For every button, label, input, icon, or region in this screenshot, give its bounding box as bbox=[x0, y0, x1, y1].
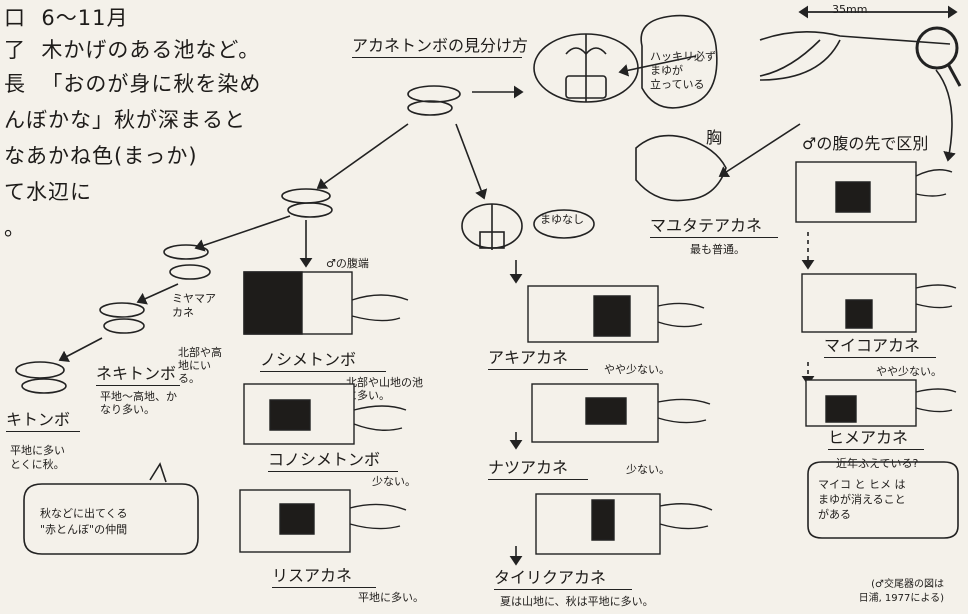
species-label-hime: ヒメアカネ bbox=[828, 430, 924, 450]
hara-saki-note: ♂の腹の先で区別 bbox=[802, 134, 929, 153]
species-label-aki: アキアカネ bbox=[488, 350, 588, 370]
tail-tairiku bbox=[535, 493, 713, 555]
species-label-neki: ネキトンボ bbox=[96, 366, 180, 386]
species-label-tairiku: タイリクアカネ bbox=[494, 570, 632, 590]
species-label-miyama: ミヤマアカネ bbox=[172, 292, 216, 319]
species-note-natsu: 少ない。 bbox=[626, 463, 670, 476]
tail-aki bbox=[527, 285, 705, 343]
haiku-text-2: んぼかな」秋が深まると bbox=[4, 108, 246, 132]
color-text: なあかね色(まっか) bbox=[4, 144, 198, 168]
species-label-risu: リスアカネ bbox=[272, 568, 376, 588]
bubble-right bbox=[807, 461, 959, 539]
species-note-maiko: やや少ない。 bbox=[876, 365, 942, 378]
species-note-aki: やや少ない。 bbox=[604, 363, 670, 376]
species-label-mayutate: マユタテアカネ bbox=[650, 218, 778, 238]
species-label-konoshime: コノシメトンボ bbox=[268, 452, 398, 472]
mune-label: 胸 bbox=[706, 128, 723, 147]
species-note-miyama: 北部や高地にいる。 bbox=[178, 346, 222, 386]
species-label-ki: キトンボ bbox=[6, 412, 80, 432]
mayu-ari-bubble bbox=[640, 14, 718, 109]
species-note-mayutate: 最も普通。 bbox=[690, 243, 745, 256]
species-label-noshime: ノシメトンボ bbox=[260, 352, 386, 372]
magnifier-icon bbox=[915, 26, 959, 70]
species-note-hime: 近年ふえている? bbox=[836, 457, 919, 470]
thorax-illustration bbox=[635, 134, 727, 202]
species-label-maiko: マイコアカネ bbox=[824, 338, 936, 358]
length-label: 35mm bbox=[832, 3, 868, 16]
species-note-noshime: 北部や山地の池に多い。 bbox=[346, 376, 423, 403]
species-note-risu: 平地に多い。 bbox=[358, 591, 424, 604]
bubble-left bbox=[23, 462, 199, 555]
bubble-left-text: 秋などに出てくる "赤とんぼ"の仲間 bbox=[40, 507, 128, 536]
fukutan-label: ♂の腹端 bbox=[326, 257, 369, 270]
habitat-text: 了 木かげのある池など。 bbox=[4, 38, 261, 62]
tail-mayutate bbox=[795, 161, 953, 223]
species-label-natsu: ナツアカネ bbox=[488, 460, 588, 480]
tail-noshime bbox=[243, 271, 409, 335]
credit-text: (♂交尾器の図は 日浦, 1977による) bbox=[858, 579, 944, 604]
period-text: 。 bbox=[4, 216, 26, 240]
bubble-right-text: マイコ と ヒメ は まゆが消えること がある bbox=[818, 478, 906, 521]
mayu-nashi-note: まゆなし bbox=[540, 213, 584, 226]
species-note-tairiku: 夏は山地に、秋は平地に多い。 bbox=[500, 595, 654, 608]
species-note-konoshime: 少ない。 bbox=[372, 475, 416, 488]
tail-konoshime bbox=[243, 383, 407, 445]
haiku-text-1: 長 「おのが身に秋を染め bbox=[4, 72, 262, 96]
species-note-neki: 平地〜高地、かなり多い。 bbox=[100, 390, 177, 417]
tail-risu bbox=[239, 489, 407, 553]
species-note-ki: 平地に多いとくに秋。 bbox=[10, 444, 65, 471]
season-text: 口 6〜11月 bbox=[4, 6, 129, 30]
tail-hime bbox=[805, 379, 957, 427]
mayu-ari-note: ハッキリ必ず まゆが 立っている bbox=[650, 50, 716, 91]
diagram-title: アカネトンボの見分け方 bbox=[352, 38, 528, 58]
tail-natsu bbox=[531, 383, 711, 443]
tail-maiko bbox=[801, 273, 957, 333]
dragonfly-illustration bbox=[759, 31, 951, 81]
waterside-text: て水辺に bbox=[4, 180, 92, 204]
